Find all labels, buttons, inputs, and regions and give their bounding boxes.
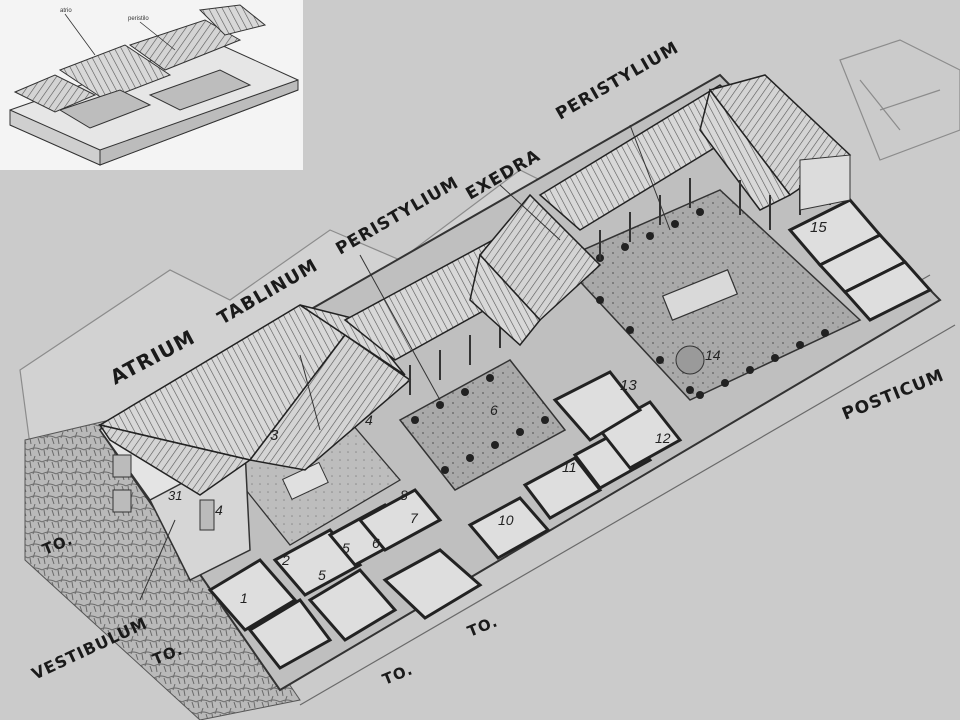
exedra-roof: [469, 193, 602, 347]
inset-thumbnail: atrio peristilo: [0, 0, 303, 170]
room-number: 10: [498, 512, 514, 528]
room-number: 15: [810, 219, 827, 236]
inset-label-peristilo: peristilo: [128, 16, 149, 22]
room-number: 12: [655, 430, 671, 446]
room-number: 1: [240, 590, 248, 606]
room-numbers: 1 2 3 4 4 5 5 6 6 7 8 10 11 12 13 14 15 …: [168, 219, 827, 606]
room-number: 6: [372, 535, 380, 551]
room-number: 7: [410, 510, 419, 526]
street-paving: [24, 419, 301, 720]
room-number: 8: [400, 487, 408, 503]
room-number: 5: [318, 567, 326, 583]
room-number: 11: [562, 459, 577, 475]
room-number: 4: [215, 502, 223, 518]
large-peristyle-garden: [558, 189, 862, 401]
front-rooms: [207, 198, 933, 670]
room-number: 4: [365, 412, 373, 428]
room-number: 6: [490, 402, 498, 418]
inset-label-atrio: atrio: [60, 8, 72, 14]
room-number: 3: [270, 427, 279, 444]
room-number: 13: [620, 377, 637, 394]
room-number: 14: [705, 347, 721, 363]
room-number: 2: [281, 552, 290, 568]
small-peristyle-garden: [398, 359, 567, 491]
large-peristyle-roof: [538, 74, 852, 260]
atrium-roof: [98, 304, 412, 496]
leader-lines: [139, 124, 671, 601]
room-number: 5: [342, 540, 350, 556]
room-number: 31: [168, 488, 182, 503]
